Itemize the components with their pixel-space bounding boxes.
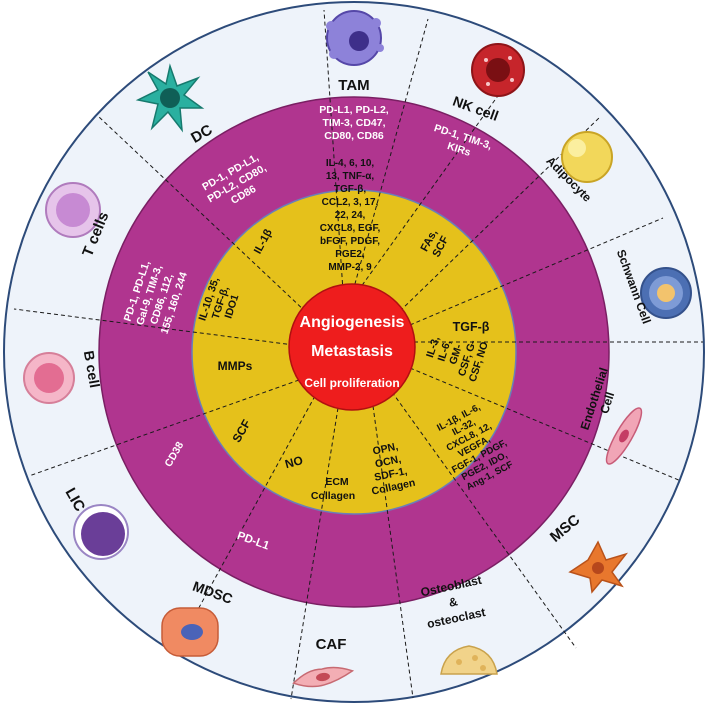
- b-cell-cytokines: MMPs: [218, 359, 253, 373]
- svg-text:IL-4, 6, 10,: IL-4, 6, 10,: [326, 158, 375, 169]
- endothelial-cell-icon: [605, 407, 643, 465]
- caf-cytokines: ECM Collagen: [311, 476, 355, 502]
- svg-text:PD-L1, PD-L2,: PD-L1, PD-L2,: [319, 104, 389, 116]
- t-cell-icon: [45, 182, 101, 238]
- svg-text:OPN,: OPN,: [372, 441, 400, 458]
- osteoblast-icon: [440, 645, 498, 675]
- msc-icon: [568, 540, 629, 594]
- center-angiogenesis: Angiogenesis: [300, 314, 405, 331]
- label-b-cell: B cell: [81, 349, 103, 389]
- dendritic-cell-icon: [135, 63, 205, 133]
- schwann-cytokines: TGF-β: [453, 320, 490, 334]
- nk-cell-icon: [471, 43, 525, 97]
- tam-cytokines: IL-4, 6, 10, 13, TNF-α, TGF-β, CCL2, 3, …: [320, 158, 381, 273]
- svg-text:CXCL8, EGF,: CXCL8, EGF,: [320, 223, 381, 234]
- svg-text:Collagen: Collagen: [311, 490, 355, 502]
- lic-icon: [73, 504, 129, 560]
- t-cell-cytokines: IL-10, 35, TGF-β, IDO1: [196, 276, 241, 323]
- svg-text:CCL2, 3, 17,: CCL2, 3, 17,: [322, 197, 379, 208]
- tam-checkpoints: PD-L1, PD-L2, TIM-3, CD47, CD80, CD86: [319, 104, 389, 142]
- svg-text:TGF-β,: TGF-β,: [334, 184, 366, 195]
- svg-text:ECM: ECM: [325, 476, 349, 488]
- mdsc-icon: [161, 607, 219, 657]
- caf-icon: [292, 666, 355, 688]
- svg-text:CD80, CD86: CD80, CD86: [324, 130, 384, 142]
- center-circle: [288, 283, 416, 411]
- svg-text:OCN,: OCN,: [374, 453, 402, 470]
- label-tam: TAM: [338, 77, 369, 94]
- label-caf: CAF: [316, 636, 347, 653]
- svg-text:22, 24,: 22, 24,: [335, 210, 366, 221]
- center-metastasis: Metastasis: [311, 343, 393, 360]
- b-cell-icon: [23, 352, 75, 404]
- svg-text:MMP-2, 9: MMP-2, 9: [328, 262, 372, 273]
- schwann-cell-icon: [640, 267, 692, 319]
- sector-dividers: [13, 9, 703, 700]
- svg-text:TIM-3, CD47,: TIM-3, CD47,: [322, 117, 385, 129]
- svg-text:13, TNF-α,: 13, TNF-α,: [326, 171, 375, 182]
- tam-icon: [326, 10, 384, 66]
- adipocyte-icon: [561, 131, 613, 183]
- mdsc-cytokines: NO: [283, 453, 304, 471]
- label-endothelial-line2: Cell: [597, 390, 617, 415]
- svg-text:bFGF, PDGF,: bFGF, PDGF,: [320, 236, 380, 247]
- osteoblast-cytokines: OPN, OCN, SDF-1, Collagen: [371, 441, 417, 498]
- center-cell-proliferation: Cell proliferation: [304, 376, 399, 390]
- svg-text:PGE2,: PGE2,: [335, 249, 365, 260]
- label-osteoblast-line2: &: [447, 594, 459, 610]
